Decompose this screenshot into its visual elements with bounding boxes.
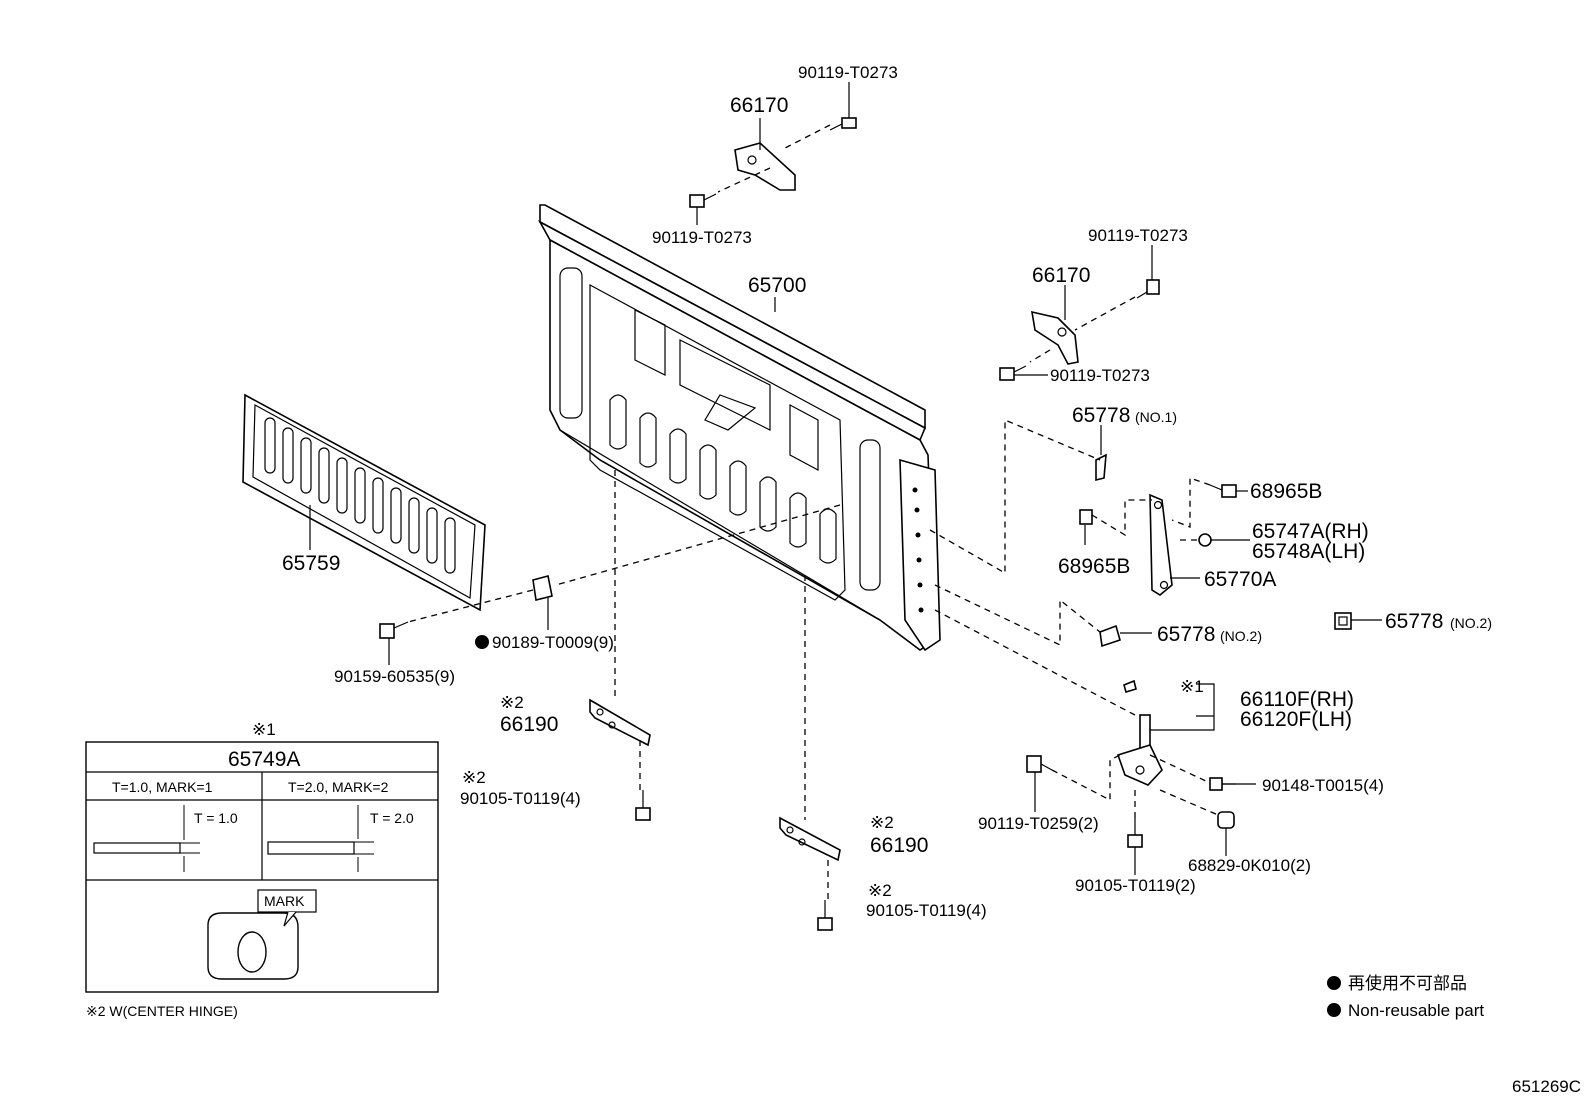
label-clip: 90189-T0009(9)	[492, 633, 614, 652]
non-reusable-marker-clip	[475, 635, 489, 649]
tailgate-cover	[242, 393, 486, 612]
label-hinge-center: 66190	[870, 834, 928, 857]
label-screw: 90159-60535(9)	[334, 667, 455, 686]
label-68965b-a: 68965B	[1058, 555, 1130, 578]
shim-mark-label: MARK	[264, 893, 305, 909]
shim-table-title: 65749A	[228, 748, 300, 771]
shim-table: ※1 65749A T=1.0, MARK=1 T=2.0, MARK=2 T …	[85, 720, 439, 993]
shim-table-col1: T=1.0, MARK=1	[112, 779, 213, 795]
legend: 再使用不可部品 Non-reusable part	[1327, 973, 1484, 1020]
label-65748a: 65748A(LH)	[1252, 540, 1365, 563]
striker-65778-no2-a	[1099, 624, 1121, 648]
striker-65778-no2-b	[1334, 612, 1352, 630]
nut-65747a-icon	[1198, 533, 1212, 547]
bushing-icon	[1217, 811, 1235, 829]
bracket-66170-top	[734, 142, 796, 191]
assembly-lines	[407, 124, 1219, 900]
label-66170-top: 66170	[730, 94, 788, 117]
shim-t2-label: T = 2.0	[370, 810, 414, 826]
label-65778-no2-a: 65778	[1157, 623, 1215, 646]
striker-65778-no1	[1095, 453, 1107, 482]
link-65770a	[1149, 493, 1173, 596]
label-bushing: 68829-0K010(2)	[1188, 856, 1311, 875]
label-bolt-90119-t0259: 90119-T0259(2)	[978, 814, 1099, 833]
label-cover-65759: 65759	[282, 552, 340, 575]
label-note2-hinge-center: ※2	[870, 813, 894, 832]
label-no2-b: (NO.2)	[1450, 615, 1492, 631]
label-65770a: 65770A	[1204, 568, 1276, 591]
bolt-top-a-icon	[829, 117, 857, 131]
shim-t1-label: T = 1.0	[194, 810, 238, 826]
center-hinge-left	[589, 698, 651, 747]
label-bolt-top-a: 90119-T0273	[798, 63, 898, 82]
tailgate-panel	[537, 204, 941, 652]
bolt-90105-2-icon	[1127, 818, 1143, 848]
label-bolt-90105-2: 90105-T0119(2)	[1075, 876, 1196, 895]
bolt-hinge-left-icon	[635, 790, 651, 821]
shim-table-note1: ※1	[252, 720, 276, 739]
center-hinge-right	[779, 816, 841, 862]
hinge-rh-lh	[1116, 714, 1163, 786]
label-no1: (NO.1)	[1135, 409, 1177, 425]
bolt-90119-t0259-icon	[1026, 755, 1053, 773]
label-hinge-left: 66190	[500, 713, 558, 736]
legend-dot-en	[1327, 1003, 1341, 1017]
label-bolt-right-b: 90119-T0273	[1050, 366, 1150, 385]
label-note2-bolt-left: ※2	[462, 768, 486, 787]
leader-lines	[309, 82, 1382, 875]
label-note2-hinge-left: ※2	[500, 693, 524, 712]
label-note2-bolt-center: ※2	[868, 881, 892, 900]
label-66170-right: 66170	[1032, 264, 1090, 287]
label-bolt-90148: 90148-T0015(4)	[1262, 776, 1384, 795]
shim-icon	[1123, 679, 1137, 693]
label-note1-hinge: ※1	[1180, 677, 1204, 696]
bolt-68965b-a-icon	[1079, 509, 1093, 525]
legend-dot-jp	[1327, 976, 1341, 990]
legend-en: Non-reusable part	[1348, 1001, 1484, 1020]
label-65778-no2-b: 65778	[1385, 610, 1443, 633]
bolt-right-b-icon	[999, 365, 1027, 381]
label-65778-no1: 65778	[1072, 404, 1130, 427]
bolt-right-a-icon	[1136, 279, 1160, 299]
legend-jp: 再使用不可部品	[1348, 973, 1467, 993]
label-hinge-lh: 66120F(LH)	[1240, 708, 1352, 731]
bolt-hinge-center-icon	[817, 900, 833, 931]
label-68965b-b: 68965B	[1250, 480, 1322, 503]
label-bolt-hinge-left: 90105-T0119(4)	[460, 789, 581, 808]
bolt-68965b-b-icon	[1209, 484, 1237, 498]
label-no2-a: (NO.2)	[1220, 628, 1262, 644]
screw-icon	[379, 621, 409, 639]
bolt-top-b-icon	[689, 193, 717, 208]
label-bolt-top-b: 90119-T0273	[652, 228, 752, 247]
label-bolt-right-a: 90119-T0273	[1088, 226, 1188, 245]
label-panel-65700: 65700	[748, 274, 806, 297]
label-bolt-hinge-center: 90105-T0119(4)	[866, 901, 987, 920]
shim-table-col2: T=2.0, MARK=2	[288, 779, 389, 795]
part-labels: 90119-T0273 66170 90119-T0273 65700 9011…	[282, 63, 1492, 920]
label-hinge-rh: 66110F(RH)	[1240, 688, 1354, 711]
clip-icon	[532, 575, 553, 601]
label-65747a: 65747A(RH)	[1252, 520, 1369, 543]
bracket-66170-right	[1031, 310, 1079, 365]
diagram-code: 651269C	[1512, 1077, 1581, 1096]
footnote-center-hinge: ※2 W(CENTER HINGE)	[86, 1003, 238, 1019]
